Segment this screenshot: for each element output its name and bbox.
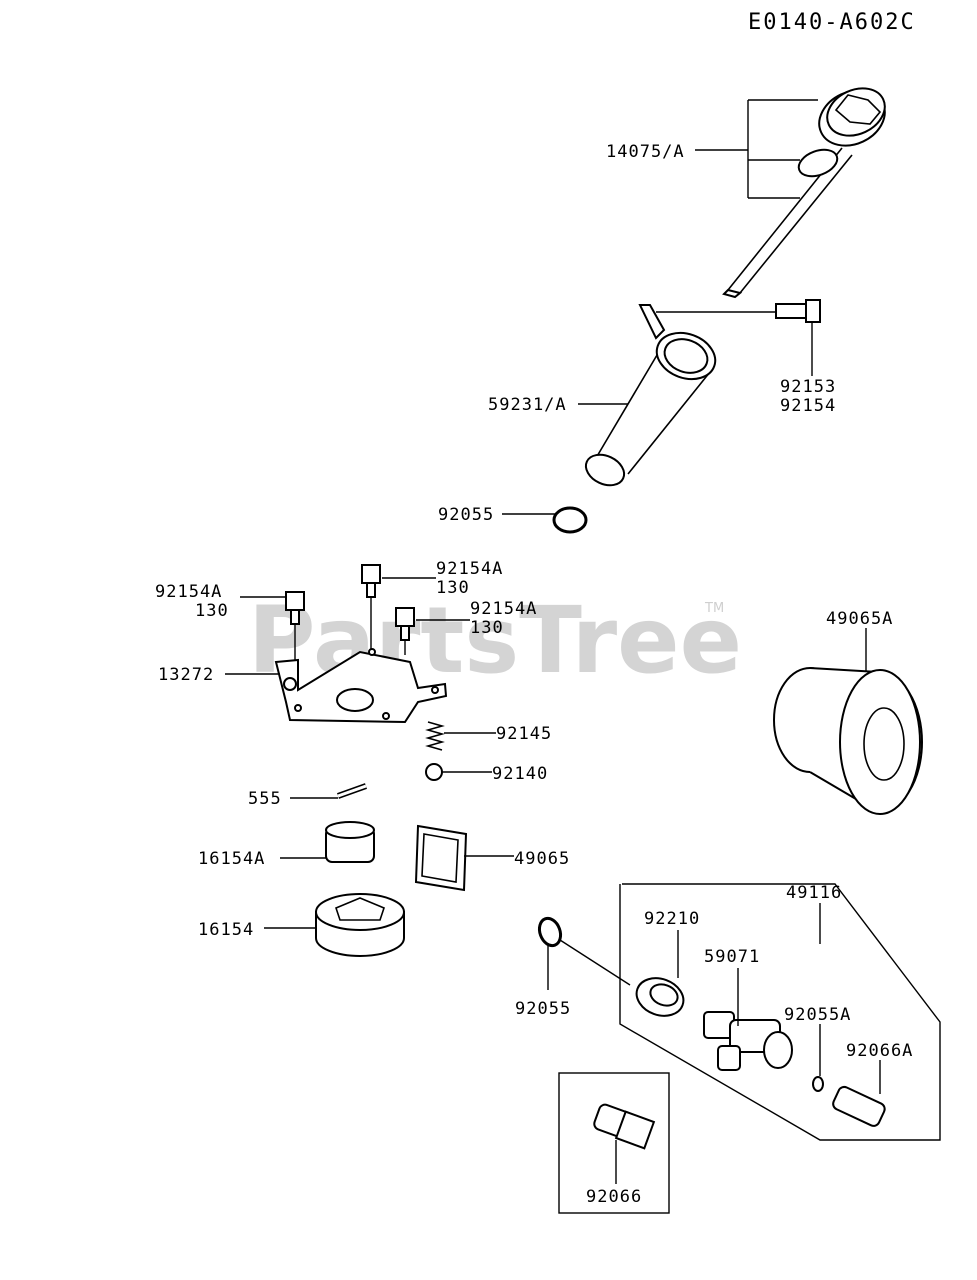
ball-part (425, 763, 443, 781)
label-92140: 92140 (492, 764, 548, 784)
label-92153: 92153 (780, 377, 836, 397)
label-92055-bottom: 92055 (515, 999, 571, 1019)
pin-part (290, 783, 368, 799)
o-ring-92055A-part (812, 1076, 824, 1092)
label-92145: 92145 (496, 724, 552, 744)
label-92154A-3: 92154A (470, 599, 537, 619)
label-92154A-1: 92154A (436, 559, 503, 579)
label-92055-top: 92055 (438, 505, 494, 525)
label-92210: 92210 (644, 909, 700, 929)
label-14075A: 14075/A (606, 142, 685, 162)
o-ring-top-part (552, 506, 588, 534)
outer-rotor-part (264, 893, 405, 957)
label-92154: 92154 (780, 396, 836, 416)
pump-cover-plate-part (274, 648, 448, 724)
label-130-1: 130 (436, 578, 470, 598)
oil-screen-part (414, 824, 514, 892)
label-59071: 59071 (704, 947, 760, 967)
oil-filter-part (773, 628, 923, 815)
o-ring-bottom-part (537, 916, 563, 948)
label-130-3: 130 (470, 618, 504, 638)
label-16154A: 16154A (198, 849, 265, 869)
label-13272: 13272 (158, 665, 214, 685)
label-92066A: 92066A (846, 1041, 913, 1061)
label-59231A: 59231/A (488, 395, 567, 415)
label-92154A-2: 92154A (155, 582, 222, 602)
label-16154: 16154 (198, 920, 254, 940)
fitting-part (703, 968, 793, 1071)
bolt-92154A-3-part (395, 607, 415, 641)
inset-box (558, 1072, 670, 1214)
bolt-92154A-1-part (361, 564, 381, 598)
nut-part (635, 930, 685, 1017)
dipstick-part (722, 87, 886, 299)
bolt-92154A-2-part (285, 591, 305, 625)
plug-92066-part (593, 1103, 656, 1184)
kit-49116-outline (619, 883, 941, 1141)
label-130-2: 130 (195, 601, 229, 621)
label-92055A: 92055A (784, 1005, 851, 1025)
plug-92066A-part (832, 1060, 886, 1127)
label-49065: 49065 (514, 849, 570, 869)
callout-14075A (695, 99, 818, 199)
diagram-code: E0140-A602C (748, 10, 916, 35)
inner-rotor-part (280, 821, 375, 863)
watermark-tm: TM (704, 601, 724, 616)
label-92066: 92066 (586, 1187, 642, 1207)
label-49116: 49116 (786, 883, 842, 903)
label-555: 555 (248, 789, 282, 809)
label-49065A: 49065A (826, 609, 893, 629)
spring-part (425, 721, 496, 751)
